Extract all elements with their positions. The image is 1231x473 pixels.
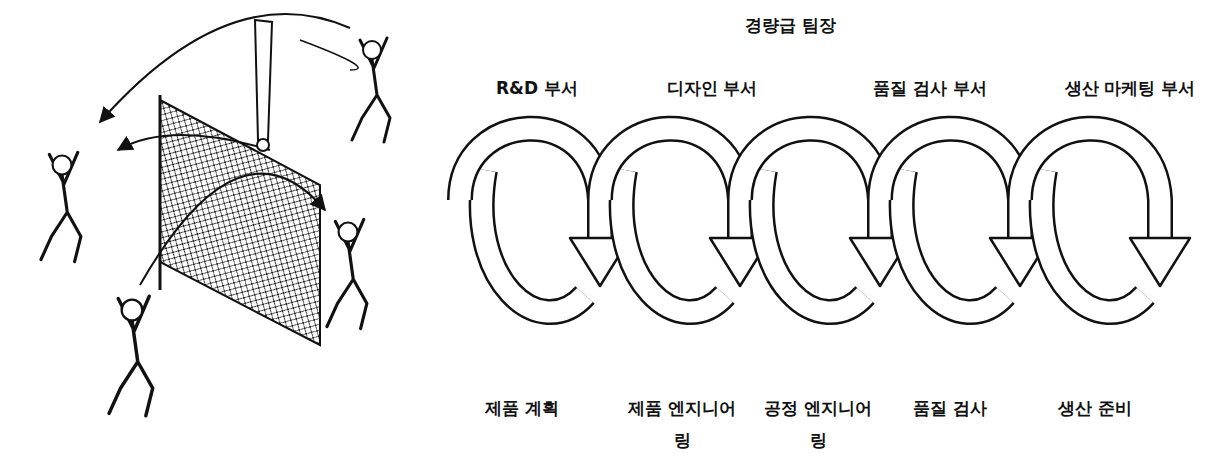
department-label: R&D 부서: [467, 72, 607, 104]
volleyball-illustration: [41, 14, 390, 416]
department-label: 품질 검사 부서: [845, 72, 1015, 104]
stage-label: 생산 준비: [1035, 392, 1155, 424]
department-label: 생산 마케팅 부서: [1040, 72, 1220, 104]
stage-label: 제품 계획: [462, 392, 582, 424]
department-label: 디자인 부서: [637, 72, 787, 104]
stage-label: 공정 엔지니어링: [763, 392, 873, 457]
diagram-title: 경량급 팀장: [745, 14, 836, 37]
stage-label: 제품 엔지니어링: [627, 392, 737, 457]
stage-label: 품질 검사: [890, 392, 1010, 424]
overlapping-coil-arrows: [460, 129, 1190, 312]
